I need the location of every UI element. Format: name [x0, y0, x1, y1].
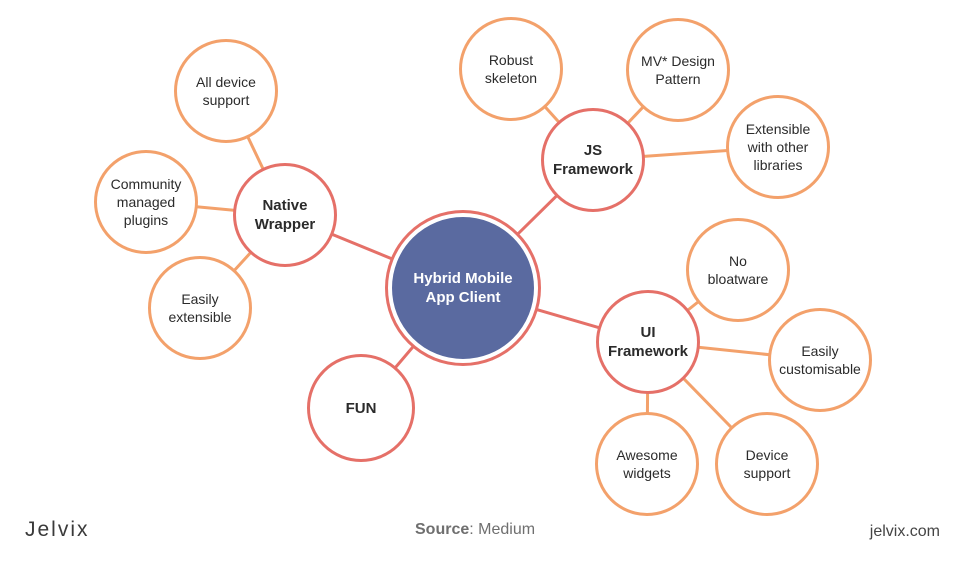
- leaf-community-plugins: Community managed plugins: [94, 150, 198, 254]
- center-node: Hybrid Mobile App Client: [388, 213, 538, 363]
- brand-logo: Jelvix: [25, 518, 90, 541]
- leaf-awesome-widgets: Awesome widgets: [595, 412, 699, 516]
- website-link[interactable]: jelvix.com: [869, 523, 940, 540]
- leaf-easily-extensible: Easily extensible: [148, 256, 252, 360]
- leaf-robust-skeleton: Robust skeleton: [459, 17, 563, 121]
- branch-js-framework: JS Framework: [541, 108, 645, 212]
- source-caption: Source: Medium: [415, 521, 535, 539]
- branch-native-wrapper: Native Wrapper: [233, 163, 337, 267]
- source-key: Source: [415, 521, 470, 538]
- source-value: : Medium: [469, 521, 536, 538]
- branch-fun: FUN: [307, 354, 415, 462]
- leaf-easily-customisable: Easily customisable: [768, 308, 872, 412]
- leaf-all-device-support: All device support: [174, 39, 278, 143]
- leaf-mv-design-pattern: MV* Design Pattern: [626, 18, 730, 122]
- branch-ui-framework: UI Framework: [596, 290, 700, 394]
- leaf-device-support: Device support: [715, 412, 819, 516]
- leaf-extensible-libraries: Extensible with other libraries: [726, 95, 830, 199]
- leaf-no-bloatware: No bloatware: [686, 218, 790, 322]
